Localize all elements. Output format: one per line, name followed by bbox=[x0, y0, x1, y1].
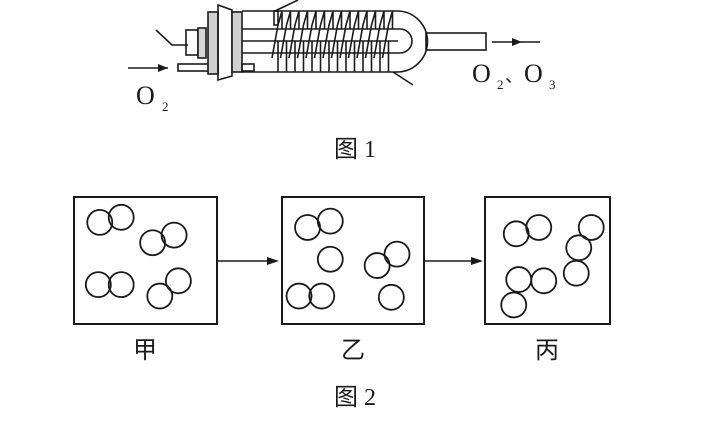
coil-winding bbox=[339, 10, 351, 59]
collar bbox=[217, 3, 233, 82]
inlet-gas-subscript: 2 bbox=[162, 99, 169, 114]
panel-jia: 甲 bbox=[73, 196, 218, 364]
oxygen-atom bbox=[505, 266, 533, 293]
outlet-gas-subscript-o3: 3 bbox=[549, 77, 556, 92]
molecule-diatomic bbox=[502, 214, 553, 248]
panel-bing-frame bbox=[484, 196, 611, 325]
oxygen-atom bbox=[308, 282, 336, 310]
oxygen-atom bbox=[577, 214, 605, 241]
oxygen-atom bbox=[316, 207, 344, 235]
molecule-triatomic bbox=[562, 214, 605, 287]
coil-winding bbox=[313, 10, 326, 59]
electrode-wire-top bbox=[274, 0, 299, 12]
coil-winding bbox=[296, 10, 309, 59]
oxygen-atom bbox=[530, 267, 558, 295]
coil-winding bbox=[373, 10, 385, 59]
inlet-arrow-icon bbox=[128, 64, 168, 72]
coil-winding bbox=[330, 10, 343, 59]
panel-jia-label: 甲 bbox=[133, 338, 157, 364]
molecule-diatomic bbox=[139, 221, 188, 257]
outlet-separator: 、 bbox=[505, 66, 523, 86]
panel-yi: 乙 bbox=[281, 196, 425, 364]
inner-tube bbox=[242, 28, 413, 54]
figure1-caption: 图 1 bbox=[334, 137, 376, 163]
panel-yi-molecules bbox=[285, 207, 411, 311]
coil-winding bbox=[305, 10, 317, 59]
molecule-triatomic bbox=[500, 266, 558, 319]
electrode-wire-left bbox=[155, 29, 188, 46]
arrow-jia-to-yi bbox=[217, 257, 279, 265]
molecule-diatomic bbox=[86, 203, 135, 236]
coil-winding bbox=[347, 10, 360, 59]
coil-winding bbox=[364, 10, 377, 59]
arrow-head-icon bbox=[267, 257, 279, 265]
panel-bing-label: 丙 bbox=[535, 338, 559, 364]
oxygen-atom bbox=[107, 203, 135, 231]
oxygen-atom bbox=[525, 214, 553, 241]
molecule-single bbox=[377, 283, 405, 311]
coil-winding bbox=[271, 10, 283, 59]
flange-right bbox=[231, 11, 243, 73]
molecule-diatomic bbox=[146, 267, 192, 310]
coil-winding bbox=[356, 10, 368, 59]
arrow-head-icon bbox=[471, 257, 483, 265]
end-plug bbox=[185, 29, 199, 56]
molecule-diatomic bbox=[363, 240, 411, 279]
panel-jia-molecules bbox=[84, 203, 192, 310]
oxygen-atom bbox=[562, 259, 590, 287]
panel-bing: 丙 bbox=[484, 196, 611, 364]
oxygen-atom bbox=[377, 283, 405, 311]
outlet-tube bbox=[425, 32, 487, 51]
ozone-generator-apparatus bbox=[128, 0, 540, 86]
oxygen-atom bbox=[294, 214, 321, 241]
oxygen-atom bbox=[86, 208, 114, 236]
oxygen-atom bbox=[565, 234, 593, 262]
outlet-gas-label-o2: O bbox=[472, 59, 491, 88]
arrow-yi-to-bing bbox=[424, 257, 483, 265]
coil-winding bbox=[381, 10, 394, 59]
outlet-gas-label-o3: O bbox=[524, 59, 543, 88]
coil-winding bbox=[288, 10, 300, 59]
molecule-single bbox=[316, 245, 344, 273]
outlet-arrow-icon bbox=[492, 38, 540, 46]
molecule-diatomic bbox=[285, 282, 336, 310]
oxygen-atom bbox=[84, 271, 112, 299]
oxygen-atom bbox=[164, 267, 192, 295]
outer-tube bbox=[242, 10, 429, 73]
electrode-coil bbox=[271, 10, 394, 72]
panel-jia-frame bbox=[73, 196, 218, 325]
oxygen-atom bbox=[363, 252, 391, 279]
inlet-gas-label: O bbox=[136, 81, 155, 110]
molecule-diatomic bbox=[294, 207, 344, 241]
molecule-diatomic bbox=[84, 271, 135, 299]
panel-yi-label: 乙 bbox=[341, 338, 365, 364]
oxygen-atom bbox=[502, 220, 530, 248]
panel-bing-molecules bbox=[500, 214, 605, 319]
oxygen-atom bbox=[316, 245, 344, 273]
flange-left bbox=[207, 11, 219, 75]
oxygen-atom bbox=[500, 291, 528, 319]
oxygen-atom bbox=[107, 271, 135, 299]
electrode-wire-bottom bbox=[392, 71, 414, 86]
coil-winding bbox=[279, 10, 292, 59]
coil-winding bbox=[322, 10, 334, 59]
oxygen-atom bbox=[383, 240, 411, 268]
oxygen-atom bbox=[285, 282, 313, 310]
figure2-caption: 图 2 bbox=[334, 385, 376, 411]
oxygen-atom bbox=[146, 282, 174, 310]
outlet-gas-subscript-o2: 2 bbox=[497, 77, 504, 92]
oxygen-atom bbox=[160, 221, 188, 249]
